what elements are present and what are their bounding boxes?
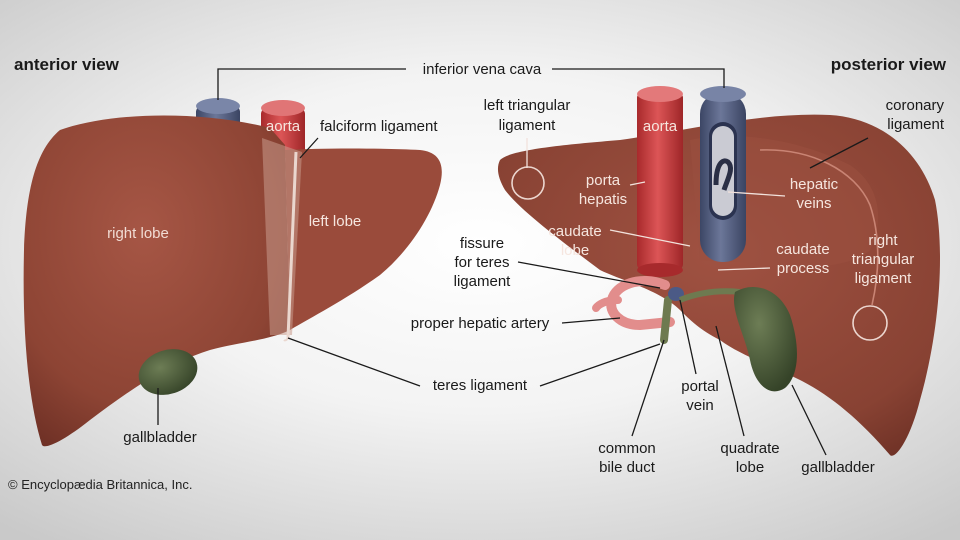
svg-text:right: right: [868, 232, 898, 249]
hepatic-veins-label: hepatic veins: [790, 176, 839, 212]
svg-text:ligament: ligament: [499, 117, 557, 134]
svg-text:triangular: triangular: [852, 251, 915, 268]
bile-duct-leader: [631, 339, 665, 437]
proper-hepatic-artery-label: proper hepatic artery: [411, 315, 550, 332]
posterior-liver: [497, 86, 940, 456]
falciform-leader: [299, 137, 319, 159]
posterior-view-title: posterior view: [831, 55, 947, 74]
caudate-lobe-label: caudate lobe: [548, 223, 601, 259]
caudate-process-label: caudate process: [776, 241, 829, 277]
quadrate-leader: [715, 325, 745, 437]
svg-text:ligament: ligament: [887, 116, 945, 133]
svg-text:fissure: fissure: [460, 235, 504, 252]
posterior-gallbladder-label: gallbladder: [801, 459, 874, 476]
svg-text:process: process: [777, 260, 830, 277]
ivc-leader-left: [217, 68, 406, 100]
svg-text:portal: portal: [681, 378, 719, 395]
svg-text:porta: porta: [586, 172, 621, 189]
porta-hepatis-label: porta hepatis: [579, 172, 627, 208]
svg-text:veins: veins: [796, 195, 831, 212]
posterior-gallbladder-leader: [791, 384, 827, 456]
anterior-gallbladder: [138, 349, 198, 395]
hepatic-artery-leader: [561, 317, 621, 324]
svg-text:bile duct: bile duct: [599, 459, 656, 476]
svg-text:caudate: caudate: [548, 223, 601, 240]
posterior-ivc: [700, 86, 746, 262]
left-lobe-label: left lobe: [309, 213, 362, 230]
left-triangular-ligament-label: left triangular ligament: [484, 97, 571, 134]
svg-text:caudate: caudate: [776, 241, 829, 258]
svg-text:lobe: lobe: [736, 459, 764, 476]
svg-text:for teres: for teres: [454, 254, 509, 271]
posterior-aorta: [637, 86, 683, 277]
svg-text:ligament: ligament: [855, 270, 913, 287]
coronary-leader: [809, 137, 869, 169]
posterior-gallbladder: [733, 286, 797, 392]
teres-ligament-label: teres ligament: [433, 377, 528, 394]
svg-text:hepatis: hepatis: [579, 191, 627, 208]
right-lobe-label: right lobe: [107, 225, 169, 242]
common-bile-duct-label: common bile duct: [598, 440, 656, 476]
coronary-ligament-line: [759, 149, 879, 306]
right-triangular-ligament-label: right triangular ligament: [852, 232, 915, 287]
falciform-ligament: [262, 138, 302, 335]
svg-text:lobe: lobe: [561, 242, 589, 259]
portal-vein-leader: [679, 299, 697, 375]
svg-text:hepatic: hepatic: [790, 176, 839, 193]
svg-text:vein: vein: [686, 397, 714, 414]
portal-vein-label: portal vein: [681, 378, 719, 414]
quadrate-lobe-label: quadrate lobe: [720, 440, 779, 476]
svg-text:quadrate: quadrate: [720, 440, 779, 457]
inferior-vena-cava-label: inferior vena cava: [423, 61, 542, 78]
teres-leader-right: [539, 343, 661, 387]
svg-text:ligament: ligament: [454, 273, 512, 290]
right-triangular-ligament-marker: [852, 305, 888, 341]
svg-text:coronary: coronary: [886, 97, 945, 114]
posterior-aorta-label: aorta: [643, 118, 678, 135]
anterior-liver: [23, 98, 442, 447]
anterior-view-title: anterior view: [14, 55, 120, 74]
left-triangular-ligament-marker: [511, 166, 545, 200]
anterior-right-lobe: [23, 115, 290, 447]
coronary-ligament-label: coronary ligament: [886, 97, 945, 133]
fissure-for-teres-ligament-label: fissure for teres ligament: [454, 235, 512, 290]
svg-text:common: common: [598, 440, 656, 457]
ivc-leader-right: [552, 68, 725, 88]
anterior-gallbladder-label: gallbladder: [123, 429, 196, 446]
common-bile-duct: [660, 296, 672, 344]
falciform-ligament-label: falciform ligament: [320, 118, 438, 135]
anterior-left-lobe: [285, 148, 442, 330]
teres-leader-left: [287, 337, 421, 387]
anterior-aorta-label: aorta: [266, 118, 301, 135]
svg-text:left triangular: left triangular: [484, 97, 571, 114]
fissure-leader: [517, 261, 661, 289]
copyright-credit: © Encyclopædia Britannica, Inc.: [8, 477, 192, 492]
